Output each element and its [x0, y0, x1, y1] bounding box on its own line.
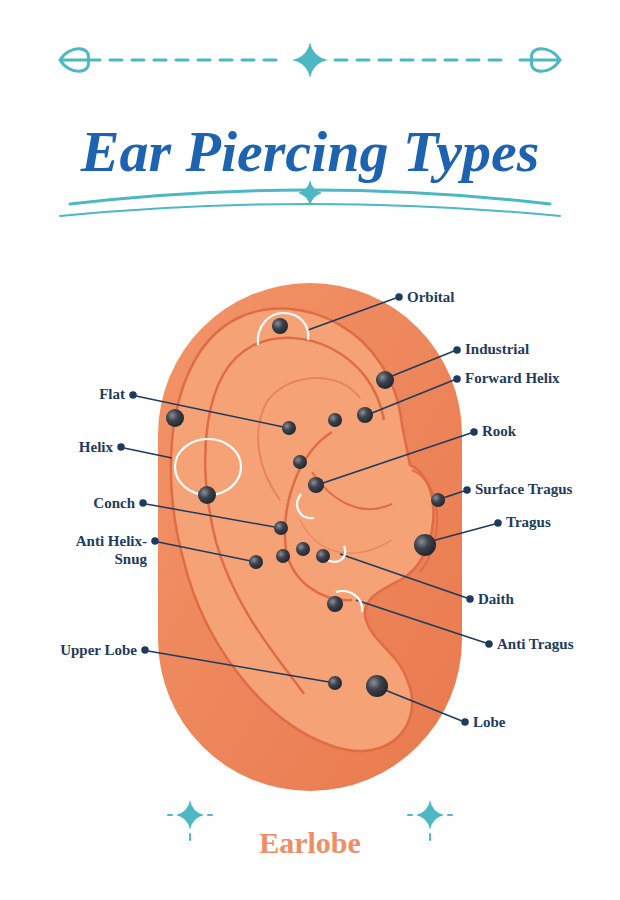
leader-line [142, 647, 148, 653]
piercing-ball [328, 413, 342, 427]
piercing-ring [175, 313, 362, 612]
leader-line [432, 524, 495, 541]
leader-line [454, 347, 460, 353]
ear-outline [300, 520, 392, 553]
leader-line [396, 294, 402, 300]
leader-line [462, 719, 468, 725]
piercing-label: Orbital [407, 288, 455, 306]
ornament [408, 814, 412, 816]
piercing-label: Rook [482, 422, 516, 440]
ornament [60, 49, 100, 72]
ear-outline [205, 338, 384, 694]
ornament [189, 834, 191, 840]
piercing-ring [297, 494, 314, 518]
leader-line [130, 392, 136, 398]
leader-line [320, 433, 471, 484]
leader-line [146, 504, 280, 528]
ornament [110, 59, 285, 62]
leader-line [118, 444, 124, 450]
leader-line [471, 429, 477, 435]
leader-line [443, 491, 464, 498]
leader-line [136, 396, 288, 428]
ear-outline [312, 472, 392, 509]
leader-line [464, 487, 470, 493]
piercing-label: Surface Tragus [475, 480, 572, 498]
ear-outline [412, 470, 437, 572]
piercing-ball [166, 409, 184, 427]
piercing-ball [276, 549, 290, 563]
leader-line [356, 600, 486, 643]
piercing-ball [166, 318, 445, 697]
ornament [292, 42, 328, 78]
piercing-ball [308, 477, 324, 493]
piercing-ball [198, 486, 216, 504]
ornament [520, 49, 560, 72]
piercing-ball [296, 542, 310, 556]
piercing-label: Lobe [473, 713, 506, 731]
piercing-label: Upper Lobe [60, 641, 137, 659]
piercing-ring [258, 313, 308, 345]
piercing-ball [431, 493, 445, 507]
leader-line [148, 651, 335, 683]
ornament [448, 814, 452, 816]
piercing-label: Forward Helix [465, 369, 560, 387]
leader-line [158, 542, 256, 562]
piercing-label: Daith [478, 590, 514, 608]
leader-line [454, 376, 460, 382]
piercing-label: Helix [79, 438, 113, 456]
leader-line [340, 554, 467, 598]
leader-line [380, 688, 462, 721]
piercing-ball [327, 596, 343, 612]
piercing-label: Conch [93, 494, 135, 512]
piercing-label: Industrial [465, 340, 529, 358]
piercing-ball [272, 318, 288, 334]
piercing-ball [316, 549, 330, 563]
leader-line [124, 448, 172, 458]
title: Ear Piercing Types [0, 117, 620, 187]
ornament [416, 800, 444, 830]
ear-outline [285, 432, 352, 600]
ornament [176, 800, 204, 830]
piercing-ball [366, 675, 388, 697]
ear-outline [258, 378, 360, 500]
leader-line [467, 596, 473, 602]
piercing-ball [376, 371, 394, 389]
piercing-ball [274, 521, 288, 535]
piercing-label: Anti Tragus [497, 635, 574, 653]
piercing-label: Anti Helix-Snug [55, 532, 147, 568]
piercing-label: Tragus [506, 513, 551, 531]
ornament [208, 814, 212, 816]
caption: Earlobe [0, 823, 620, 863]
piercing-ball [414, 534, 436, 556]
ear-outline [171, 308, 437, 751]
piercing-ball [282, 421, 296, 435]
piercing-ball [328, 676, 342, 690]
leader-line [140, 500, 146, 506]
leader-line [495, 520, 501, 526]
leader-line [486, 641, 492, 647]
leader-line [308, 298, 396, 330]
ear-background [158, 283, 462, 791]
leader-line [118, 294, 501, 725]
ornament [335, 59, 510, 62]
leader-line [392, 351, 454, 376]
piercing-label: Flat [99, 385, 125, 403]
piercing-ball [293, 455, 307, 469]
ornament [429, 834, 431, 840]
piercing-ball [249, 555, 263, 569]
ornament [168, 814, 172, 816]
piercing-ball [357, 407, 373, 423]
leader-line [152, 538, 158, 544]
